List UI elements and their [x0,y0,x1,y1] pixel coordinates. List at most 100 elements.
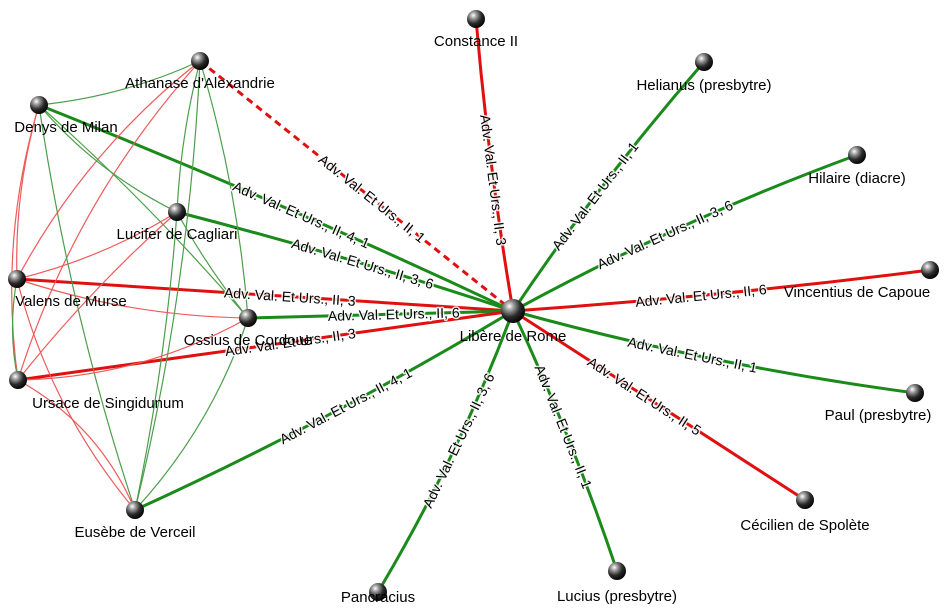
node-constance[interactable]: Constance II [434,10,518,50]
edge-label: Adv. Val. Et Urs., II, 3, 6 [595,197,736,272]
node-cecilien[interactable]: Cécilien de Spolète [740,491,870,534]
edge-vincentius-libere [512,268,931,313]
edge-athanase-ossius [199,60,249,319]
edge-valens-ossius [16,278,249,319]
node-label: Libère de Rome [460,328,567,345]
edge-label: Adv. Val. Et Urs., II, 6 [328,304,460,323]
node-libere[interactable]: Libère de Rome [460,299,567,345]
node-sphere[interactable] [501,299,525,323]
node-label: Cécilien de Spolète [740,517,869,534]
edge-constance-libere [474,18,515,312]
node-label: Constance II [434,33,518,50]
node-vincentius[interactable]: Vincentius de Capoue [784,261,939,301]
edge-lucifer-libere [176,210,514,313]
nodes-layer: Libère de Rome Constance II Athanase d'Ale… [8,10,939,606]
edge-label: Adv. Val. Et Urs., II, 6 [635,281,768,310]
node-sphere[interactable] [796,491,814,509]
node-ossius[interactable]: Ossius de Cordoue [184,309,312,349]
node-sphere[interactable] [467,10,485,28]
node-sphere[interactable] [369,583,387,601]
node-sphere[interactable] [921,261,939,279]
node-sphere[interactable] [126,501,144,519]
node-label: Hilaire (diacre) [808,170,906,187]
node-sphere[interactable] [191,52,209,70]
edge-lucifer-valens [16,211,178,280]
edge-lucius-libere [511,310,619,572]
node-label: Pancracius [341,589,415,606]
node-denys[interactable]: Denys de Milan [14,96,118,136]
edge-label: Adv. Val. Et Urs., II, 3 [224,284,357,308]
node-label: Lucius (presbytre) [557,588,677,605]
edge-athanase-eusebe [134,60,201,511]
edge-label: Adv. Val. Et Urs., II, 4, 1 [277,364,415,447]
edges-layer [11,18,931,593]
edge-athanase-lucifer [176,60,201,213]
node-athanase[interactable]: Athanase d'Alexandrie [125,52,275,92]
edge-label: Adv. Val. Et Urs., II, 3, 6 [419,370,497,510]
edge-lucifer-ursace [17,211,178,381]
edge-denys-ursace [11,104,40,381]
edge-denys-lucifer [38,104,178,213]
edge-ossius-libere [247,309,514,320]
node-ursace[interactable]: Ursace de Singidunum [9,371,184,412]
edge-pancracius-libere [376,310,515,593]
edge-valens-ursace [11,278,19,381]
node-label: Valens de Murse [15,293,126,310]
edge-athanase-ursace [17,60,201,381]
edge-label: Adv. Val. Et Urs., II, 1 [626,334,758,376]
edge-paul-libere [512,309,916,395]
node-sphere[interactable] [695,53,713,71]
edge-valens-libere [16,277,514,313]
edge-label: Adv. Val. Et Urs., II, 1 [549,139,642,253]
edge-ossius-ursace [17,317,249,381]
node-sphere[interactable] [608,562,626,580]
node-pancracius[interactable]: Pancracius [341,583,415,606]
node-label: Athanase d'Alexandrie [125,75,275,92]
edge-ursace-eusebe [17,379,136,511]
node-label: Ossius de Cordoue [184,332,312,349]
edge-label: Adv. Val. Et Urs., II, 1 [532,362,596,490]
node-label: Paul (presbytre) [825,407,932,424]
node-label: Denys de Milan [14,119,117,136]
edge-label: Adv. Val. Et Urs., II, 5 [585,354,704,439]
edge-label: Adv. Val. Et Urs., II, 3 [477,114,509,247]
node-paul[interactable]: Paul (presbytre) [825,384,932,424]
node-label: Vincentius de Capoue [784,284,931,301]
node-lucius[interactable]: Lucius (presbytre) [557,562,677,605]
node-helianus[interactable]: Helianus (presbytre) [636,53,772,94]
edge-lucifer-ossius [176,211,249,319]
node-hilaire[interactable]: Hilaire (diacre) [808,146,906,187]
edge-ossius-eusebe [134,317,249,511]
node-sphere[interactable] [906,384,924,402]
node-sphere[interactable] [848,146,866,164]
node-valens[interactable]: Valens de Murse [8,270,127,310]
edge-label-halo: Adv. Val. Et Urs., II, 6 [328,304,460,323]
node-label: Eusèbe de Verceil [75,524,196,541]
edge-eusebe-libere [134,309,514,512]
node-eusebe[interactable]: Eusèbe de Verceil [75,501,196,541]
node-sphere[interactable] [30,96,48,114]
edge-ursace-libere [17,309,514,382]
edge-helianus-libere [511,61,706,312]
edge-denys-ossius [38,104,249,319]
node-sphere[interactable] [8,270,26,288]
node-label: Lucifer de Cagliari [117,226,238,243]
edge-valens-eusebe [16,278,136,511]
edge-athanase-libere [199,59,514,313]
node-sphere[interactable] [168,203,186,221]
node-sphere[interactable] [9,371,27,389]
node-sphere[interactable] [239,309,257,327]
node-lucifer[interactable]: Lucifer de Cagliari [117,203,238,243]
edge-denys-libere [38,103,514,313]
